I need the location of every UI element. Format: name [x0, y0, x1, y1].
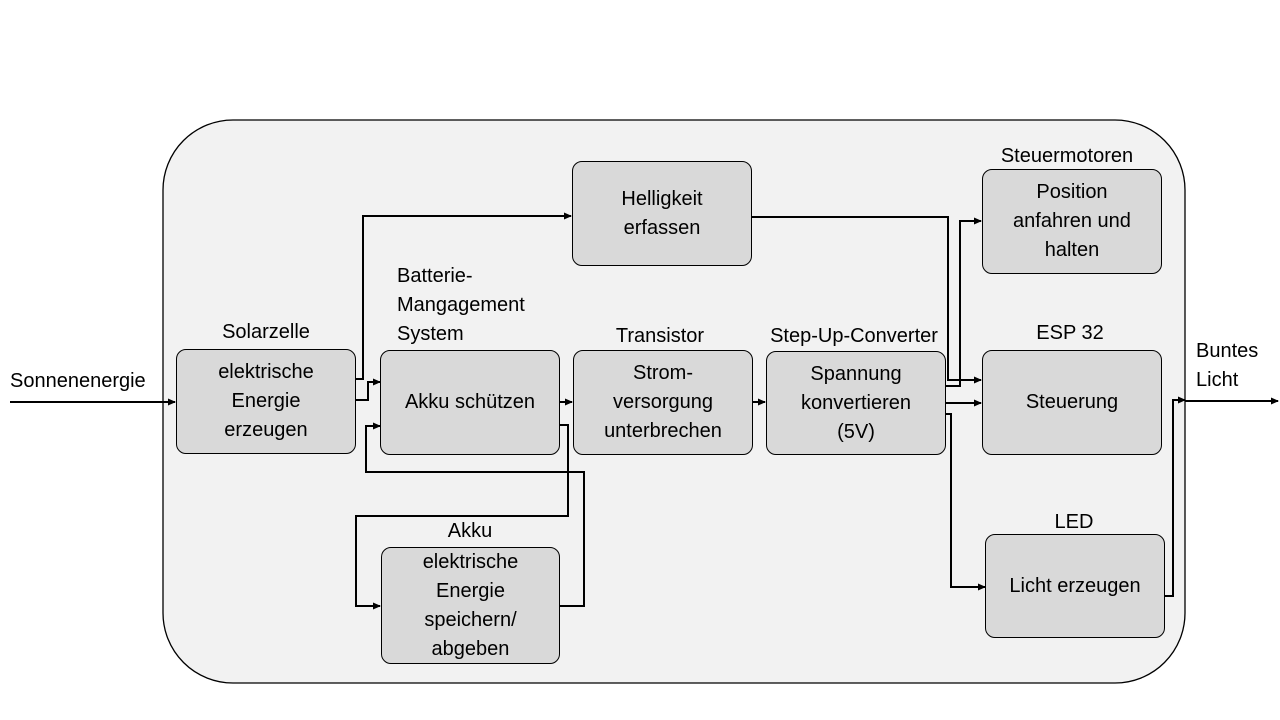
esp32-box: Steuerung — [982, 350, 1162, 455]
helligkeit-box: Helligkeit erfassen — [572, 161, 752, 266]
steuermotoren-title: Steuermotoren — [1000, 145, 1134, 167]
connector-akku-bms — [365, 422, 585, 607]
bms-title: Batterie- Mangagement System — [397, 265, 525, 345]
solarzelle-title: Solarzelle — [222, 321, 310, 343]
transistor-title: Transistor — [615, 325, 705, 347]
connector-stepup-motoren — [945, 217, 982, 387]
stepup-box: Spannung konvertieren (5V) — [766, 351, 946, 455]
stepup-title: Step-Up-Converter — [770, 325, 938, 347]
connector-solar-bms — [355, 378, 381, 401]
solarzelle-box: elektrische Energie erzeugen — [176, 349, 356, 454]
connector-stepup-led — [945, 413, 986, 591]
akku-box: elektrische Energie speichern/ abgeben — [381, 547, 560, 664]
steuermotoren-box: Position anfahren und halten — [982, 169, 1162, 274]
connector-bms-akku — [355, 424, 569, 610]
transistor-box: Strom- versorgung unterbrechen — [573, 350, 753, 455]
input-label: Sonnenenergie — [10, 370, 146, 392]
bms-box: Akku schützen — [380, 350, 560, 455]
esp32-title: ESP 32 — [1036, 322, 1104, 344]
led-title: LED — [1054, 511, 1094, 533]
akku-title: Akku — [447, 520, 493, 542]
connector-helligkeit-esp32 — [751, 216, 982, 384]
connector-led-output — [1164, 396, 1186, 597]
connector-solar-helligkeit — [355, 212, 572, 380]
led-box: Licht erzeugen — [985, 534, 1165, 638]
output-label: Buntes Licht — [1196, 340, 1259, 391]
